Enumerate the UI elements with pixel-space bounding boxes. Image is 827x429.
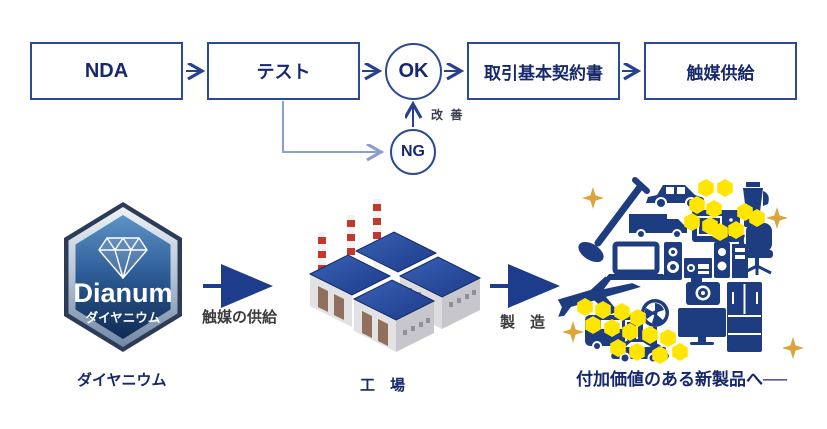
- flow-step-test: テスト: [207, 42, 360, 100]
- roof-front-right: [398, 256, 482, 298]
- wall-front-right-right-face: [442, 278, 480, 329]
- speaker-icon: [664, 242, 682, 280]
- catalyst-hexagon-icon: [672, 343, 688, 361]
- roof-front-left: [352, 279, 436, 321]
- door-icon: [318, 286, 328, 312]
- factory-illustration: [308, 199, 482, 352]
- roof-back-left: [308, 254, 392, 296]
- flow-step-contract-label: 取引基本契約書: [484, 63, 603, 83]
- laptop-icon: [604, 241, 668, 280]
- window-dots: [403, 318, 430, 335]
- sparkle-icon: [782, 337, 804, 359]
- speaker-cabinet-icon: [714, 242, 748, 278]
- av-receiver-icon: [684, 258, 712, 278]
- tv-icon: [678, 308, 726, 345]
- roof-back-right: [354, 231, 438, 273]
- products-cluster: [557, 177, 804, 364]
- supply-arrow-label: 触媒の供給: [202, 309, 278, 326]
- flow-step-nda: NDA: [30, 42, 183, 100]
- door-icon: [362, 311, 372, 338]
- catalyst-hexagon-icon: [660, 329, 676, 347]
- products-caption: 付加価値のある新製品へ──: [576, 370, 788, 389]
- flow-step-catalyst-supply-label: 触媒供給: [686, 63, 755, 83]
- door-icon: [378, 319, 388, 346]
- truck-icon: [629, 214, 687, 239]
- logo-brand-text: Dianum: [73, 278, 172, 308]
- flow-step-ok: OK: [385, 43, 442, 100]
- flow-step-nda-label: NDA: [84, 59, 129, 82]
- vacuum-cleaner-icon: [578, 177, 650, 263]
- logo-caption: ダイヤニウム: [77, 372, 167, 389]
- flow-connectors: [186, 71, 636, 127]
- airplane-icon: [557, 276, 641, 317]
- camera-icon: [686, 278, 720, 305]
- flow-step-ng: NG: [390, 129, 436, 175]
- sparkle-icon: [582, 187, 604, 209]
- diamond-icon: [98, 237, 148, 280]
- flow-step-ok-label: OK: [398, 60, 429, 82]
- sparkle-icon: [562, 321, 584, 343]
- dianum-logo: Dianum ダイヤニウム: [64, 202, 182, 352]
- door-icon: [334, 294, 344, 320]
- improve-label: 改 善: [431, 108, 465, 122]
- flow-step-test-label: テスト: [256, 62, 311, 82]
- flow-step-catalyst-supply: 触媒供給: [644, 42, 797, 100]
- flow-step-contract: 取引基本契約書: [467, 42, 620, 100]
- refrigerator-icon: [727, 282, 762, 352]
- catalyst-hexagon-icon: [698, 179, 714, 197]
- elbow-test-ng: [282, 101, 379, 152]
- manufacture-arrow-label: 製 造: [500, 314, 546, 331]
- factory-caption: 工 場: [360, 377, 406, 394]
- catalyst-hexagon-icon: [717, 179, 733, 197]
- logo-brand-subtitle: ダイヤニウム: [86, 310, 161, 325]
- flow-step-ng-label: NG: [401, 143, 425, 160]
